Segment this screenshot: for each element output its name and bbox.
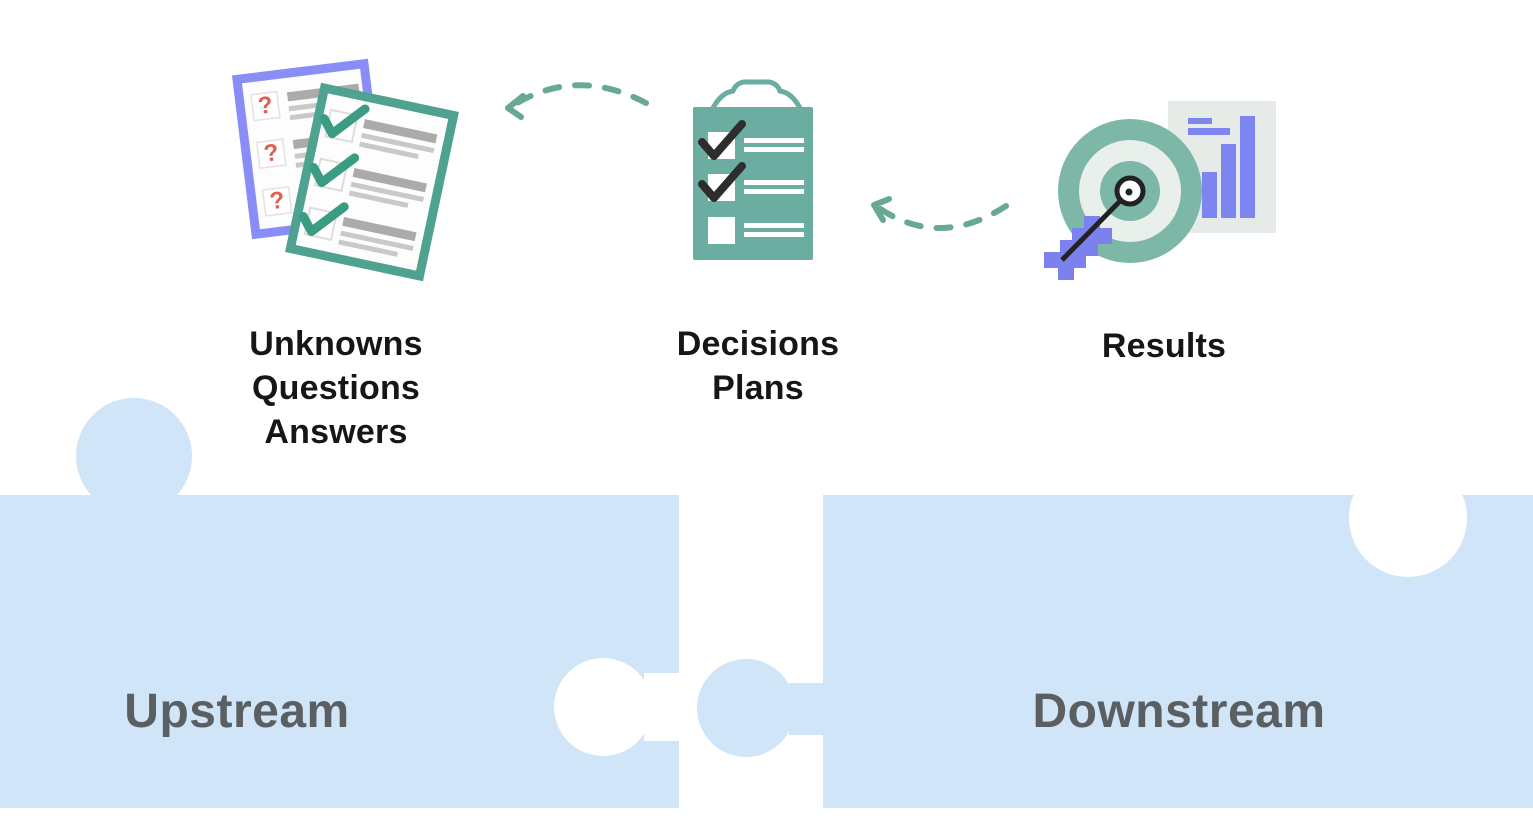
stage-label-line: Results (1101, 327, 1227, 365)
svg-text:?: ? (262, 139, 280, 168)
stage-label-line: Decisions (676, 325, 840, 363)
dashed-arrow-decisions-to-unknowns-icon (505, 82, 649, 120)
target-arrow-icon (1044, 119, 1202, 280)
region-label-downstream: Downstream (1032, 685, 1326, 738)
stage-label-line: Questions (251, 369, 421, 407)
dashed-arrow-results-to-decisions-icon (871, 196, 1009, 231)
stage-label-line: Answers (264, 413, 408, 451)
clipboard-checklist-icon (693, 79, 813, 260)
stage-label-results: Results (1014, 324, 1314, 368)
checklist-document-icon (285, 82, 459, 282)
stage-label-line: Plans (712, 369, 804, 407)
stage-label-unknowns: Unknowns Questions Answers (186, 322, 486, 454)
svg-text:?: ? (268, 187, 286, 216)
stage-label-line: Unknowns (249, 325, 423, 363)
region-label-upstream: Upstream (124, 685, 350, 738)
puzzle-piece-downstream-icon (697, 459, 1533, 808)
puzzle-piece-upstream-icon (0, 398, 680, 808)
svg-text:?: ? (256, 91, 274, 120)
stage-label-decisions: Decisions Plans (608, 322, 908, 410)
